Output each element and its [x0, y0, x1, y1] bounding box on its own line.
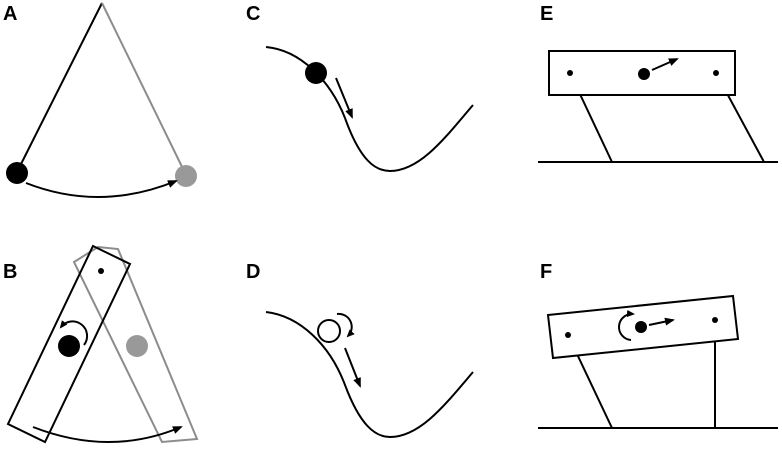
pendulum-string-right-ghost	[101, 2, 187, 176]
swing-arrow	[32, 426, 183, 443]
curved-track	[265, 311, 474, 439]
panel-b: B	[3, 244, 199, 444]
pivot-point-right	[712, 317, 718, 323]
motion-arrow	[335, 77, 353, 119]
curved-track	[265, 46, 474, 173]
panel-label-b: B	[3, 261, 17, 283]
rotation-arrow-icon	[59, 320, 89, 346]
bar-pivot-point	[98, 268, 104, 274]
pivot-point-right	[713, 70, 719, 76]
motion-arrow	[648, 317, 675, 326]
bar-center-of-mass	[58, 335, 80, 357]
pendulum-string-left	[16, 2, 103, 173]
panel-label-d: D	[246, 261, 260, 283]
bar-center-of-mass-ghost	[126, 335, 148, 357]
rotation-arrow-icon	[336, 312, 355, 338]
bar-pendulum	[6, 244, 132, 444]
panel-label-c: C	[246, 3, 260, 25]
pendulum-bob-ghost	[175, 165, 197, 187]
pivot-point-left	[565, 332, 571, 338]
pivot-point-left	[567, 70, 573, 76]
pendulum-bob	[6, 162, 28, 184]
sliding-ball	[305, 62, 327, 84]
panel-label-e: E	[540, 3, 553, 25]
motion-arrow	[651, 58, 679, 71]
board-center-of-mass	[635, 321, 647, 333]
rotation-arrow-icon	[618, 310, 635, 341]
panel-f: F	[538, 261, 778, 429]
panel-label-a: A	[3, 3, 17, 25]
rolling-ball	[317, 319, 341, 343]
panel-label-f: F	[540, 261, 552, 283]
board-center-of-mass	[638, 68, 650, 80]
panel-a: A	[3, 2, 197, 198]
panel-c: C	[246, 3, 474, 173]
bar-pendulum-ghost	[72, 245, 199, 444]
motion-arrow	[344, 347, 361, 388]
panel-d: D	[246, 261, 474, 439]
panel-e: E	[538, 3, 778, 163]
swing-arrow	[25, 180, 178, 198]
